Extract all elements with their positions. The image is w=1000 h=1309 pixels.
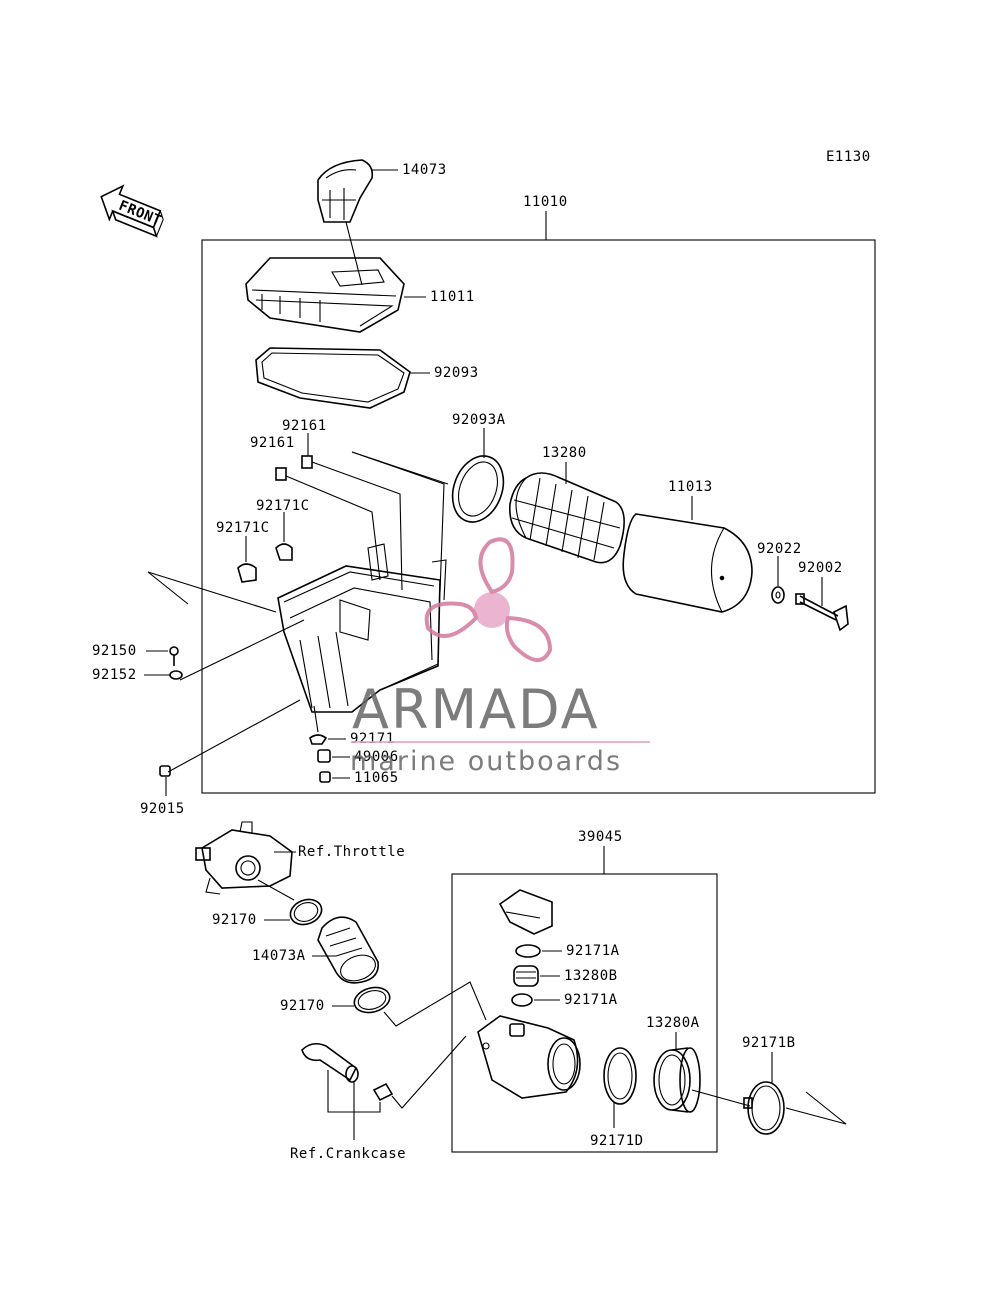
part-92171-clamp — [309, 734, 328, 745]
part-resonator-cap — [498, 889, 553, 935]
part-11011-cover — [245, 257, 405, 333]
part-throttle-body-ref — [195, 821, 293, 895]
part-92171D-clamp — [603, 1047, 637, 1105]
label-92171C-b: 92171C — [216, 520, 270, 536]
label-13280B: 13280B — [564, 968, 618, 984]
part-92150-bolt — [169, 646, 179, 666]
part-14073-duct — [317, 159, 374, 223]
label-92150: 92150 — [92, 643, 137, 659]
part-92161-clip-lower — [275, 467, 287, 481]
label-11013: 11013 — [668, 479, 713, 495]
label-92171B: 92171B — [742, 1035, 796, 1051]
part-air-box-case — [277, 543, 447, 713]
part-92161-clip-upper — [301, 455, 313, 469]
label-92171C-a: 92171C — [256, 498, 310, 514]
label-14073: 14073 — [402, 162, 447, 178]
watermark-tagline: marine outboards — [350, 746, 622, 777]
part-92171C-clamp-b — [237, 563, 257, 583]
part-resonator-body — [477, 1015, 581, 1099]
watermark-brand: ARMADA — [352, 678, 600, 741]
label-92170-lower: 92170 — [280, 998, 325, 1014]
part-49006-cap — [317, 749, 331, 763]
front-arrow-icon: FRONT — [100, 184, 164, 238]
label-92171D: 92171D — [590, 1133, 644, 1149]
part-92152-washer — [169, 670, 183, 680]
label-39045: 39045 — [578, 829, 623, 845]
part-11013-element — [622, 513, 753, 613]
part-92171B-clamp — [743, 1081, 785, 1135]
diagram-code: E1130 — [826, 149, 871, 165]
label-14073A: 14073A — [252, 948, 306, 964]
part-92093-gasket — [255, 347, 411, 409]
label-92093: 92093 — [434, 365, 479, 381]
part-92015-fitting — [159, 765, 171, 777]
label-11011: 11011 — [430, 289, 475, 305]
part-92093A-ring — [451, 455, 505, 523]
resonator-assembly-frame — [451, 873, 718, 1153]
label-92161-upper: 92161 — [282, 418, 327, 434]
part-92171A-clamp-lower — [511, 993, 533, 1007]
label-11065: 11065 — [354, 770, 399, 786]
part-92170-clamp-lower — [353, 986, 391, 1014]
label-ref-throttle: Ref.Throttle — [298, 844, 405, 860]
label-ref-crankcase: Ref.Crankcase — [290, 1146, 406, 1162]
label-92171A-lower: 92171A — [564, 992, 618, 1008]
part-13280B-hose — [513, 965, 539, 987]
part-92171A-clamp-upper — [515, 944, 541, 958]
label-92152: 92152 — [92, 667, 137, 683]
label-92002: 92002 — [798, 560, 843, 576]
label-13280A: 13280A — [646, 1015, 700, 1031]
label-92093A: 92093A — [452, 412, 506, 428]
label-92015: 92015 — [140, 801, 185, 817]
part-92170-clamp-upper — [289, 898, 323, 926]
label-11010: 11010 — [523, 194, 568, 210]
part-breather-hose-ref — [301, 1042, 394, 1102]
part-13280A-hose — [653, 1047, 701, 1113]
part-92022-washer — [771, 586, 785, 604]
label-92170-upper: 92170 — [212, 912, 257, 928]
armada-watermark: ARMADA marine outboards — [350, 537, 650, 777]
part-11065-plug — [319, 771, 331, 783]
label-92171A-upper: 92171A — [566, 943, 620, 959]
propeller-logo-icon — [424, 537, 553, 662]
label-49006: 49006 — [354, 749, 399, 765]
label-92161-lower: 92161 — [250, 435, 295, 451]
part-14073A-duct — [317, 916, 379, 984]
air-cleaner-assembly-frame — [201, 239, 876, 794]
label-13280: 13280 — [542, 445, 587, 461]
label-92022: 92022 — [757, 541, 802, 557]
part-92002-bolt — [795, 593, 849, 632]
part-92171C-clamp-a — [275, 543, 293, 561]
part-13280-filter-cage — [509, 472, 625, 564]
